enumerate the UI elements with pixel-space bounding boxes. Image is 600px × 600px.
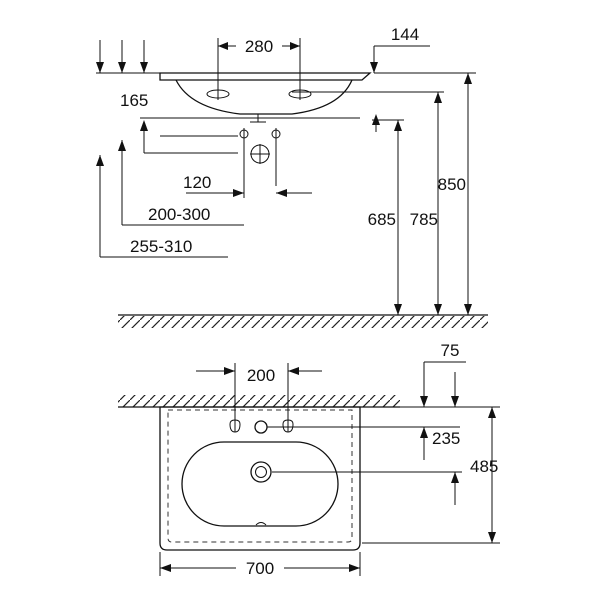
side-view: 280 144 165 120 (96, 25, 488, 328)
dim-basin-depth: 485 (362, 407, 500, 544)
label-tap-spacing-side: 280 (245, 37, 273, 56)
dim-wall-offset: 75 (400, 341, 500, 408)
label-rim-top-height: 850 (438, 175, 466, 194)
wall-hatching (118, 395, 400, 408)
basin-side-profile (159, 72, 372, 123)
label-waste-height: 200-300 (148, 205, 210, 224)
label-trap-offset: 120 (183, 173, 211, 192)
label-wall-offset: 75 (441, 341, 460, 360)
label-rim-overhang: 144 (391, 25, 419, 44)
trap-fittings (239, 128, 281, 198)
basin-plan-outline (159, 406, 361, 551)
dim-trap-offset: 120 (183, 173, 312, 197)
label-outlet-height: 685 (368, 210, 396, 229)
floor-hatching (118, 314, 488, 328)
dim-rim-overhang: 144 (370, 25, 476, 74)
dim-tap-spacing-side: 280 (217, 37, 301, 100)
dim-basin-width: 700 (159, 552, 361, 578)
dim-supply-height: 255-310 (96, 155, 228, 258)
dim-outlet-height: 685 (368, 114, 404, 315)
label-rim-height: 165 (120, 91, 148, 110)
dim-rim-top-height: 850 (438, 73, 472, 315)
dim-waste-height: 200-300 (118, 140, 244, 226)
label-basin-width: 700 (246, 559, 274, 578)
label-tap-to-drain-depth: 235 (432, 429, 460, 448)
label-supply-height: 255-310 (130, 237, 192, 256)
dim-tap-to-drain-depth: 235 (267, 426, 462, 505)
dim-rim-height (140, 117, 360, 154)
height-reference-arrows (96, 40, 165, 74)
dim-tap-spacing-plan: 200 (196, 363, 322, 432)
label-basin-depth: 485 (470, 457, 498, 476)
label-tap-spacing-plan: 200 (247, 366, 275, 385)
plan-view: 200 75 235 485 (118, 341, 500, 578)
dim-bowl-bottom-height: 785 (292, 91, 444, 315)
label-bowl-bottom-height: 785 (410, 210, 438, 229)
